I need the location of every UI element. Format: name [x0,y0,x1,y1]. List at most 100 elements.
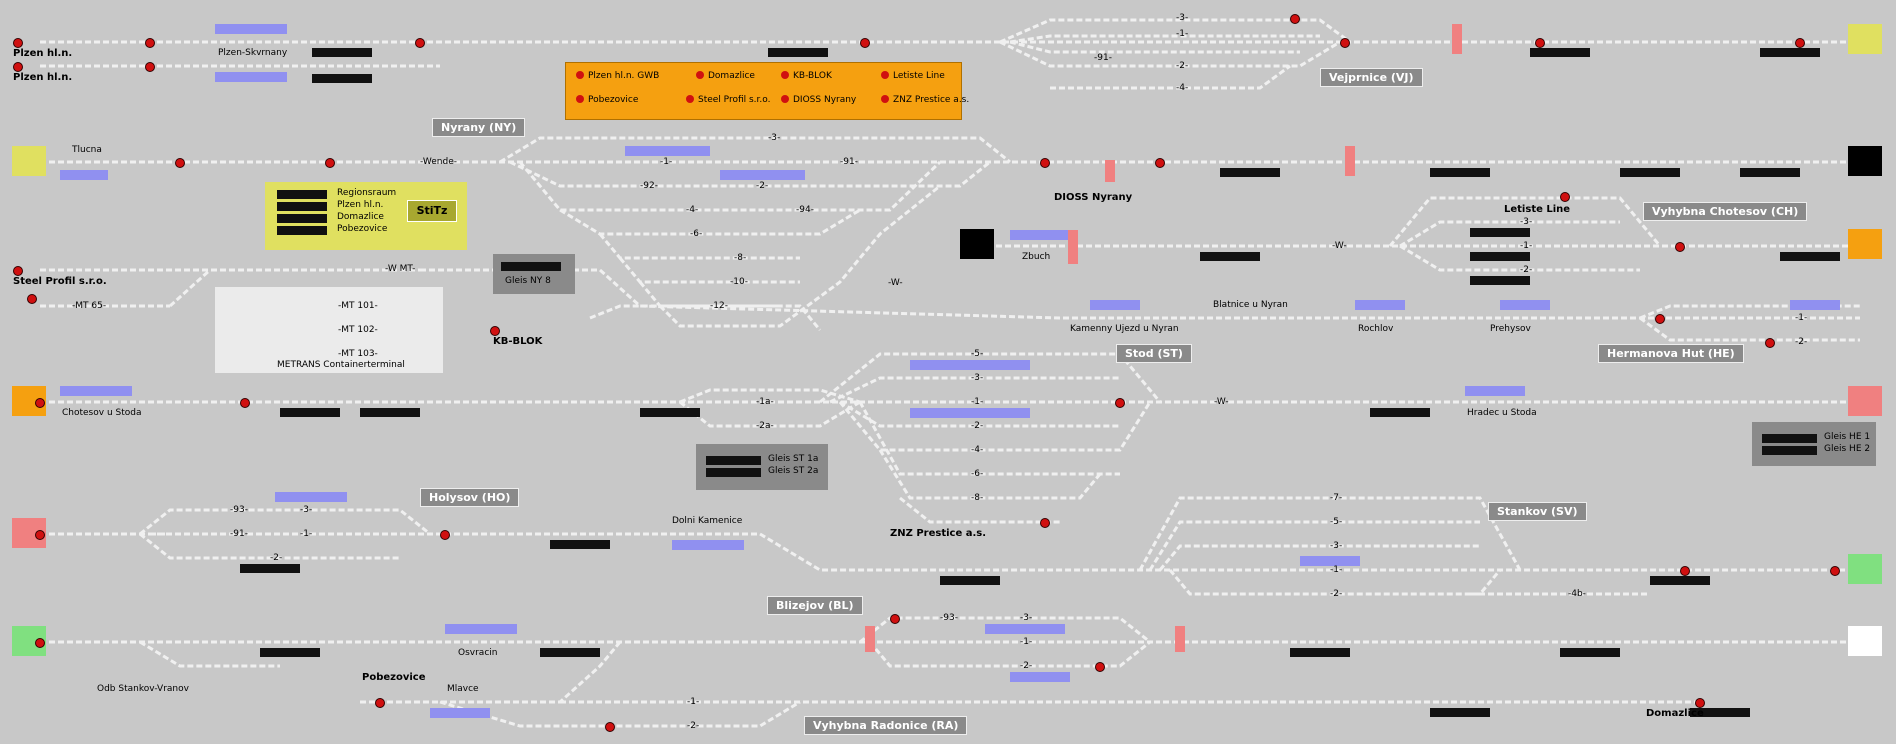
panel-item[interactable]: Domazlice [696,71,755,81]
gleis-st-panel: Gleis ST 1a Gleis ST 2a [696,444,828,490]
signal[interactable] [145,38,155,48]
signal[interactable] [1290,14,1300,24]
signal[interactable] [145,62,155,72]
track-status [940,576,1000,585]
station-label: -W- [1214,397,1229,407]
track-number: -3- [1176,13,1189,23]
station-title[interactable]: Stankov (SV) [1488,502,1587,521]
signal[interactable] [1040,518,1050,528]
occupied-track [1010,230,1070,240]
station-title[interactable]: Nyrany (NY) [432,118,526,137]
signal[interactable] [1675,242,1685,252]
signal[interactable] [1560,192,1570,202]
track-status [1780,252,1840,261]
signal[interactable] [35,398,45,408]
signal[interactable] [1115,398,1125,408]
stitz-label: StiTz [416,204,448,217]
track-number: -4- [686,205,699,215]
stitz-button[interactable]: StiTz [407,200,457,222]
signal[interactable] [13,266,23,276]
gleis-label: Gleis HE 1 [1824,432,1871,442]
signal[interactable] [605,722,615,732]
track-status [277,202,327,211]
track-number: -5- [1330,517,1343,527]
signal[interactable] [1535,38,1545,48]
occupied-track [275,492,347,502]
signal[interactable] [860,38,870,48]
panel-item[interactable]: KB-BLOK [781,71,832,81]
occupied-track [1090,300,1140,310]
signal[interactable] [27,294,37,304]
station-title[interactable]: Holysov (HO) [420,488,520,507]
signal[interactable] [1765,338,1775,348]
signal[interactable] [1095,662,1105,672]
panel-item[interactable]: ZNZ Prestice a.s. [881,95,969,105]
signal[interactable] [375,698,385,708]
station-label: -MT 101- [338,301,378,311]
end-cap [1848,626,1882,656]
station-title[interactable]: Vejprnice (VJ) [1320,68,1423,87]
signal[interactable] [1680,566,1690,576]
station-title[interactable]: Stod (ST) [1116,344,1192,363]
section-marker [1452,24,1462,54]
end-cap [1848,229,1882,259]
panel-item-label: Pobezovice [588,95,639,105]
panel-item[interactable]: Pobezovice [576,95,638,105]
signal[interactable] [175,158,185,168]
end-cap [12,146,46,176]
station-title[interactable]: Vyhybna Chotesov (CH) [1643,202,1808,221]
section-marker [865,626,875,652]
track-number: -2- [971,421,984,431]
station-label: Prehysov [1490,324,1531,334]
signal[interactable] [13,38,23,48]
signal[interactable] [35,638,45,648]
signal[interactable] [240,398,250,408]
station-label: -W- [1332,241,1347,251]
station-label: Rochlov [1358,324,1394,334]
signal[interactable] [1695,698,1705,708]
station-title[interactable]: Blizejov (BL) [767,596,863,615]
signal[interactable] [1155,158,1165,168]
signal[interactable] [490,326,500,336]
track-number: -3- [768,133,781,143]
track-status [260,648,320,657]
station-label: Dolni Kamenice [672,516,743,526]
signal[interactable] [415,38,425,48]
gleis-label: Gleis NY 8 [505,276,551,286]
track-number: -1- [1020,637,1033,647]
end-cap [1848,146,1882,176]
station-label: Tlucna [72,145,102,155]
signal[interactable] [1040,158,1050,168]
panel-item[interactable]: Plzen hl.n. GWB [576,71,659,81]
signal[interactable] [1830,566,1840,576]
signal[interactable] [325,158,335,168]
station-title[interactable]: Hermanova Hut (HE) [1598,344,1744,363]
signal[interactable] [1340,38,1350,48]
track-number: -93- [230,505,248,515]
station-title[interactable]: Vyhybna Radonice (RA) [804,716,968,735]
track-status [1560,648,1620,657]
track-status [1650,576,1710,585]
panel-item-label: Domazlice [337,212,384,222]
metrans-panel [215,287,443,373]
panel-item[interactable]: Steel Profil s.r.o. [686,95,770,105]
signal[interactable] [1795,38,1805,48]
signal[interactable] [1655,314,1665,324]
end-cap [1848,24,1882,54]
track-status [706,456,761,465]
signal[interactable] [440,530,450,540]
section-marker [1068,230,1078,264]
gleis-label: Gleis HE 2 [1824,444,1871,454]
signal[interactable] [890,614,900,624]
gleis-he-panel: Gleis HE 1 Gleis HE 2 [1752,422,1876,466]
gleis-label: Gleis ST 2a [768,466,819,476]
panel-item[interactable]: DIOSS Nyrany [781,95,856,105]
panel-item[interactable]: Letiste Line [881,71,945,81]
signal[interactable] [13,62,23,72]
station-label: -MT 103- [338,349,378,359]
track-status [550,540,610,549]
track-status [1430,168,1490,177]
signal[interactable] [35,530,45,540]
station-label: Mlavce [447,684,479,694]
